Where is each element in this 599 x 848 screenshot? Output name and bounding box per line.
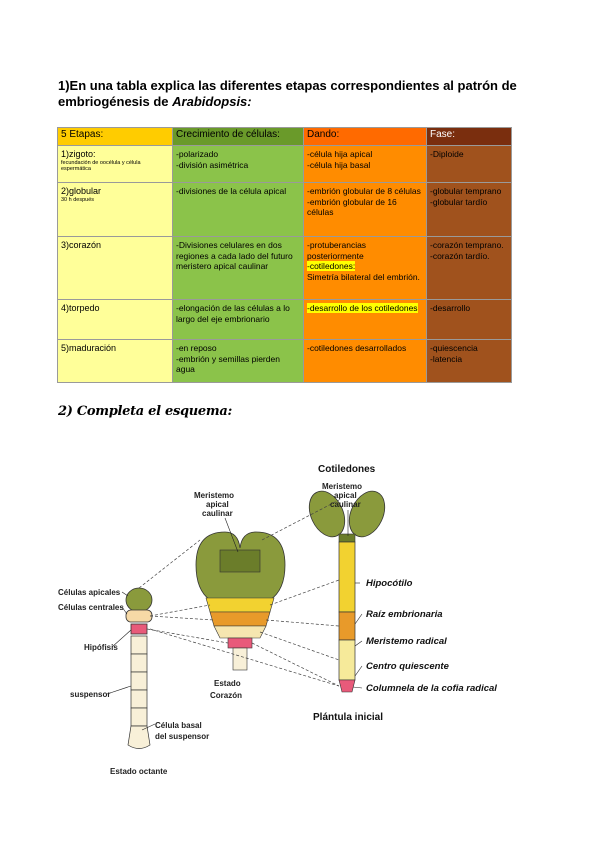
table-row: 3)corazón -Divisiones celulares en dos r… bbox=[57, 236, 512, 300]
label-meristemo-b-2: apical bbox=[334, 491, 357, 500]
label-raiz-embrionaria: Raíz embrionaria bbox=[366, 609, 443, 620]
stage-cell: 5)maduración bbox=[57, 339, 173, 383]
result-highlight: -cotiledones: bbox=[307, 261, 356, 271]
heart-yellow-band bbox=[205, 597, 275, 613]
heart-orange-band bbox=[209, 611, 271, 627]
question-1-species: Arabidopsis: bbox=[172, 94, 252, 109]
octant-central-cells bbox=[125, 609, 153, 623]
stage-name: 3)corazón bbox=[61, 240, 102, 250]
diagram-labels: Células apicales Células centrales Hipóf… bbox=[58, 464, 497, 776]
result-cell: -célula hija apical -célula hija basal bbox=[303, 145, 427, 183]
label-meristemo-radical: Meristemo radical bbox=[366, 636, 447, 647]
heart-suspensor bbox=[232, 647, 248, 671]
phase-cell: -corazón temprano. -corazón tardío. bbox=[426, 236, 512, 300]
left-cotyledon bbox=[308, 490, 346, 538]
embryo-diagram: Células apicales Células centrales Hipóf… bbox=[58, 464, 497, 776]
result-cell: -embrión globular de 8 células -embrión … bbox=[303, 182, 427, 237]
question-1: 1)En una tabla explica las diferentes et… bbox=[58, 78, 538, 110]
stage-note: fecundación de oocélula y célula espermá… bbox=[61, 159, 141, 172]
stage-name: 1)zigoto: bbox=[61, 149, 96, 159]
table-header-row: 5 Etapas: Crecimiento de células: Dando:… bbox=[57, 127, 512, 146]
octant-apical-cells bbox=[125, 587, 153, 613]
growth-cell: -polarizado -división asimétrica bbox=[172, 145, 304, 183]
label-celulas-apicales: Células apicales bbox=[58, 588, 121, 597]
phase-cell: -Diploide bbox=[426, 145, 512, 183]
label-hipocotilo: Hipocótilo bbox=[366, 578, 413, 589]
label-celula-basal-1: Célula basal bbox=[155, 721, 202, 730]
embryonic-root bbox=[338, 611, 356, 641]
result-cell: -desarrollo de los cotiledones bbox=[303, 299, 427, 340]
result-highlight: -desarrollo de los cotiledones bbox=[307, 303, 418, 313]
stage-note: 30 h después bbox=[61, 196, 95, 203]
header-result: Dando: bbox=[303, 127, 427, 146]
phase-cell: -desarrollo bbox=[426, 299, 512, 340]
hypocotyl bbox=[338, 541, 356, 613]
stage-cell: 1)zigoto:fecundación de oocélula y célul… bbox=[57, 145, 173, 183]
seedling-meristem bbox=[338, 533, 356, 543]
suspensor-cell bbox=[130, 689, 148, 709]
stage-cell: 3)corazón bbox=[57, 236, 173, 300]
result-text: -protuberancias posteriormente bbox=[307, 240, 367, 261]
header-growth: Crecimiento de células: bbox=[172, 127, 304, 146]
connector-lines bbox=[138, 499, 340, 687]
label-estado-corazon-2: Corazón bbox=[210, 691, 242, 700]
result-cell: -protuberancias posteriormente-cotiledon… bbox=[303, 236, 427, 300]
octant-hypophysis bbox=[130, 623, 148, 635]
growth-cell: -elongación de las células a lo largo de… bbox=[172, 299, 304, 340]
phase-cell: -quiescencia -latencia bbox=[426, 339, 512, 383]
question-1-text: 1)En una tabla explica las diferentes et… bbox=[58, 78, 517, 109]
label-cotiledones: Cotiledones bbox=[318, 464, 376, 475]
header-stages: 5 Etapas: bbox=[57, 127, 173, 146]
label-celula-basal-2: del suspensor bbox=[155, 732, 209, 741]
stage-cell: 4)torpedo bbox=[57, 299, 173, 340]
table-row: 1)zigoto:fecundación de oocélula y célul… bbox=[57, 145, 512, 183]
label-leaders bbox=[106, 510, 363, 731]
root-meristem bbox=[338, 639, 356, 681]
heart-hypophysis bbox=[227, 637, 253, 649]
label-hipofisis: Hipófisis bbox=[84, 643, 118, 652]
suspensor-cell bbox=[130, 671, 148, 691]
label-meristemo-2: apical bbox=[206, 500, 229, 509]
suspensor-cell bbox=[130, 635, 148, 655]
growth-cell: -Divisiones celulares en dos regiones a … bbox=[172, 236, 304, 300]
label-suspensor: suspensor bbox=[70, 690, 110, 699]
stage-name: 4)torpedo bbox=[61, 303, 100, 313]
stage-name: 5)maduración bbox=[61, 343, 117, 353]
suspensor-cell bbox=[130, 653, 148, 673]
result-text-b: Simetría bilateral del embrión. bbox=[307, 271, 420, 282]
stages-table: 5 Etapas: Crecimiento de células: Dando:… bbox=[57, 127, 512, 383]
phase-cell: -globular temprano -globular tardío bbox=[426, 182, 512, 237]
growth-cell: -en reposo -embrión y semillas pierden a… bbox=[172, 339, 304, 383]
right-cotyledon bbox=[348, 490, 386, 538]
label-meristemo-3: caulinar bbox=[202, 509, 233, 518]
label-centro-quiescente: Centro quiescente bbox=[366, 661, 450, 672]
root-cap bbox=[338, 679, 356, 693]
seedling bbox=[308, 490, 386, 693]
heart-meristem bbox=[219, 549, 261, 573]
label-columnela: Columnela de la cofia radical bbox=[366, 683, 497, 694]
suspensor-cell bbox=[130, 707, 148, 727]
label-estado-corazon-1: Estado bbox=[214, 679, 241, 688]
stage-name: 2)globular bbox=[61, 186, 102, 196]
label-plantula-inicial: Plántula inicial bbox=[313, 712, 383, 723]
table-row: 4)torpedo -elongación de las células a l… bbox=[57, 299, 512, 340]
result-cell: -cotiledones desarrollados bbox=[303, 339, 427, 383]
table-row: 5)maduración -en reposo -embrión y semil… bbox=[57, 339, 512, 383]
label-meristemo-b-1: Meristemo bbox=[322, 482, 362, 491]
growth-cell: -divisiones de la célula apical bbox=[172, 182, 304, 237]
label-meristemo-b-3: caulinar bbox=[330, 500, 361, 509]
heart-cream-band bbox=[213, 625, 267, 639]
question-2: 2) Completa el esquema: bbox=[58, 404, 232, 419]
octant-embryo bbox=[125, 587, 153, 749]
label-estado-octante: Estado octante bbox=[110, 767, 168, 776]
heart-embryo bbox=[195, 531, 286, 671]
label-meristemo-1: Meristemo bbox=[194, 491, 234, 500]
header-phase: Fase: bbox=[426, 127, 512, 146]
label-celulas-centrales: Células centrales bbox=[58, 603, 124, 612]
basal-cell bbox=[127, 725, 151, 749]
